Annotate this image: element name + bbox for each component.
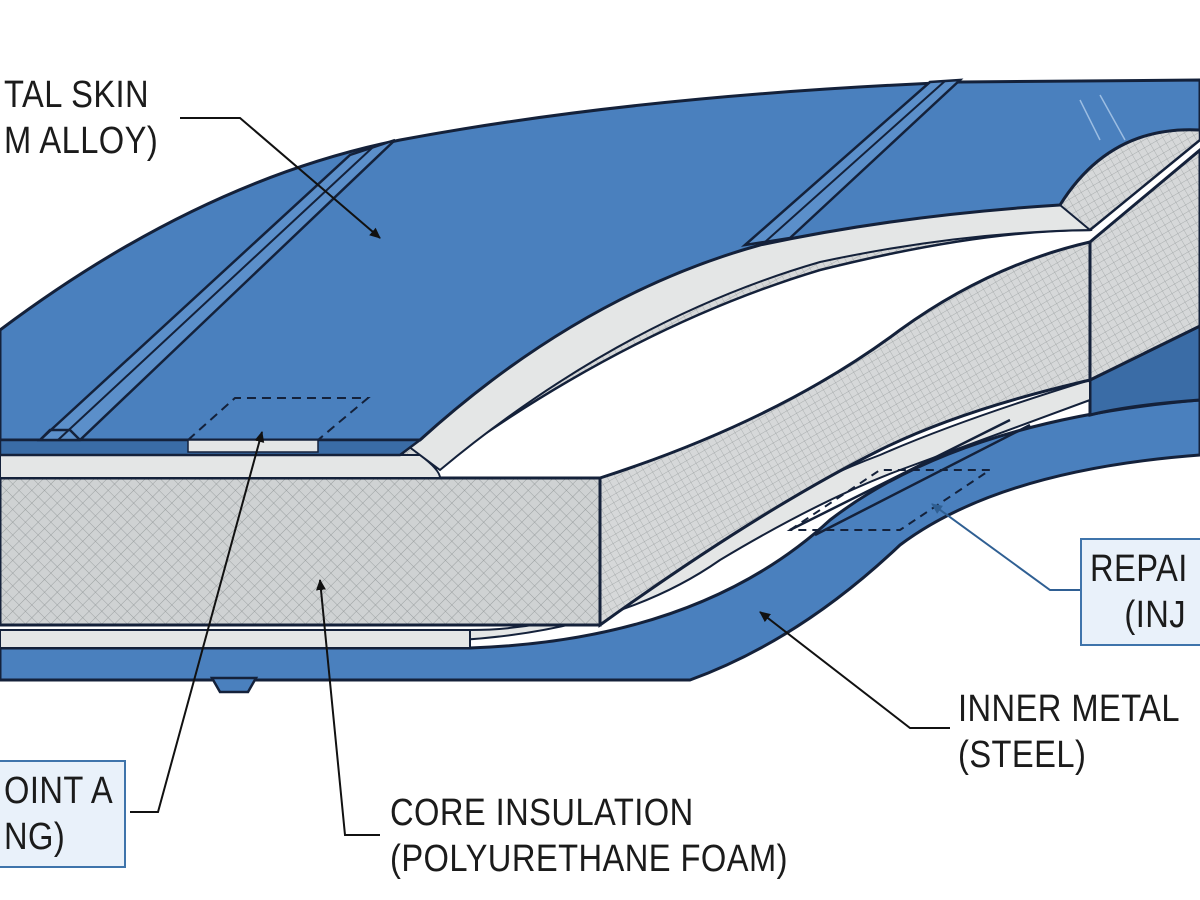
lower-adhesive-strip [0,629,471,649]
inner-skin-label-line1: INNER METAL [958,688,1181,730]
repair-label-line2: (INJ [1124,594,1187,636]
inner-skin-label: INNER METAL (STEEL) [958,686,1180,778]
leader-core [315,579,380,836]
core-front-face [0,476,602,627]
upper-adhesive-layer [0,454,442,479]
repair-patch-outline [786,469,994,531]
core-label: CORE INSULATION (POLYURETHANE FOAM) [390,790,788,882]
joint-label-line1: OINT A [4,770,114,812]
repair-callout-box [1080,538,1200,646]
joint-label: OINT A NG) [4,768,113,860]
repair-label: REPAI (INJ [1090,546,1188,638]
core-label-line1: CORE INSULATION [390,792,694,834]
leader-inner-skin [759,611,950,729]
outer-skin-rib-left [36,138,396,442]
outer-skin-label-line2: M ALLOY) [4,120,159,162]
joint-label-line2: NG) [4,816,66,858]
leader-joint [130,431,265,813]
leader-repair [931,503,1080,591]
inner-skin-label-line2: (STEEL) [958,734,1087,776]
leader-outer-skin [180,117,381,239]
repair-label-line1: REPAI [1090,548,1188,590]
outer-skin-label-line1: TAL SKIN [4,74,150,116]
joint-callout-box [0,760,126,868]
core-label-line2: (POLYURETHANE FOAM) [390,838,788,880]
inner-skin-seam [209,676,259,694]
outer-skin-label: TAL SKIN M ALLOY) [4,72,158,164]
core-end-face [1088,148,1200,383]
